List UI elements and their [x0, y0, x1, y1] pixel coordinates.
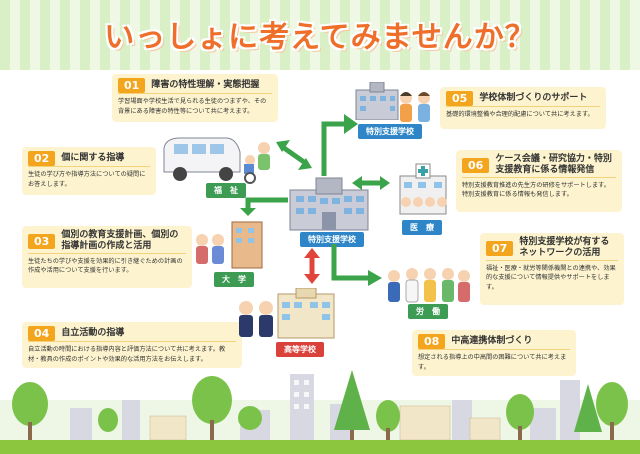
high-school-label: 高等学校 [276, 342, 324, 357]
medical-label: 医 療 [402, 220, 442, 235]
item-05-heading: 学校体制づくりのサポート [479, 92, 588, 103]
arrow-welfare-icon [276, 140, 312, 170]
item-01-box: 01 障害の特性理解・実態把握 学習場面や学校生活で見られる生徒のつまずや、その… [112, 74, 278, 122]
welfare-label: 福 祉 [206, 183, 246, 198]
item-07-number: 07 [486, 240, 514, 256]
hospital-building-icon [399, 163, 447, 215]
item-05-description: 基礎的環境整備や合理的配慮について共に考えます。 [446, 111, 594, 118]
welfare-vehicle-icon [163, 137, 241, 181]
item-05-number: 05 [446, 91, 474, 106]
item-02-description: 生徒の学び方や指導方法についての疑問にお答えします。 [28, 171, 146, 188]
workers-group-icon [388, 268, 470, 303]
item-08-heading: 中高連携体制づくり [451, 335, 533, 346]
header-stripe-background [0, 0, 640, 70]
wheelchair-user-icon [244, 142, 270, 184]
item-02-heading: 個に関する指導 [61, 152, 125, 163]
item-07-heading: 特別支援学校が有するネットワークの活用 [519, 237, 610, 259]
university-group-icon [196, 221, 263, 269]
item-04-box: 04 自立活動の指導 自立活動の時間における指導内容と評価方法について共に考えま… [22, 322, 242, 368]
center-special-school-label: 特別支援学校 [300, 232, 364, 247]
item-08-number: 08 [418, 334, 446, 349]
arrow-labor-icon [331, 244, 382, 286]
item-08-box: 08 中高連携体制づくり 想定される指導上の中高間の困難について共に考えます。 [412, 330, 576, 376]
ground-strip [0, 440, 640, 454]
item-01-number: 01 [118, 78, 146, 93]
item-04-heading: 自立活動の指導 [61, 327, 125, 338]
arrow-to-top-school-icon [321, 114, 358, 176]
university-label: 大 学 [214, 272, 254, 287]
item-03-heading: 個別の教育支援計画、個別の指導計画の作成と活用 [61, 230, 179, 252]
central-school-building-icon [289, 177, 369, 231]
arrow-medical-icon [352, 176, 390, 190]
arrow-university-icon [240, 197, 288, 216]
item-06-description: 特別支援教育推進の先生方の研修をサポートします。特別支援教育に係る情報も発信しま… [462, 181, 610, 199]
item-05-box: 05 学校体制づくりのサポート 基礎的環境整備や合理的配慮について共に考えます。 [440, 87, 606, 129]
item-04-number: 04 [28, 326, 56, 341]
item-07-box: 07 特別支援学校が有するネットワークの活用 福祉・医療・就労等関係機関との連携… [480, 233, 624, 305]
item-04-description: 自立活動の時間における指導内容と評価方法について共に考えます。教材・教具の作成の… [28, 346, 226, 363]
item-01-heading: 障害の特性理解・実態把握 [151, 79, 260, 90]
cityscape-illustration [0, 370, 640, 440]
item-08-description: 想定される指導上の中高間の困難について共に考えます。 [418, 354, 567, 371]
item-03-description: 生徒たちの学びや支援を効果的に引き継ぐための計画の作成や活用について支援を行いま… [28, 257, 183, 275]
high-school-building-icon [239, 288, 335, 339]
item-07-description: 福祉・医療・就労等関係機関との連携や、効果的な支援について情報提供やサポートをし… [486, 264, 616, 291]
page-title: いっしょに考えてみませんか？ [104, 20, 536, 55]
item-01-description: 学習場面や学校生活で見られる生徒のつまずや、その背景にある障害の特性等について共… [118, 98, 267, 115]
item-06-box: 06 ケース会議・研究協力・特別支援教育に係る情報発信 特別支援教育推進の先生方… [456, 150, 622, 212]
item-06-number: 06 [462, 157, 490, 173]
labor-label: 労 働 [408, 304, 448, 319]
arrow-high-school-icon [304, 248, 320, 284]
item-06-heading: ケース会議・研究協力・特別支援教育に係る情報発信 [495, 154, 612, 176]
item-03-number: 03 [28, 233, 56, 249]
item-03-box: 03 個別の教育支援計画、個別の指導計画の作成と活用 生徒たちの学びや支援を効果… [22, 226, 192, 288]
item-02-box: 02 個に関する指導 生徒の学び方や指導方法についての疑問にお答えします。 [22, 147, 156, 195]
teachers-group-icon [400, 92, 430, 122]
top-special-school-label: 特別支援学校 [358, 124, 422, 139]
special-school-building-icon [355, 82, 399, 120]
item-02-number: 02 [28, 151, 56, 166]
